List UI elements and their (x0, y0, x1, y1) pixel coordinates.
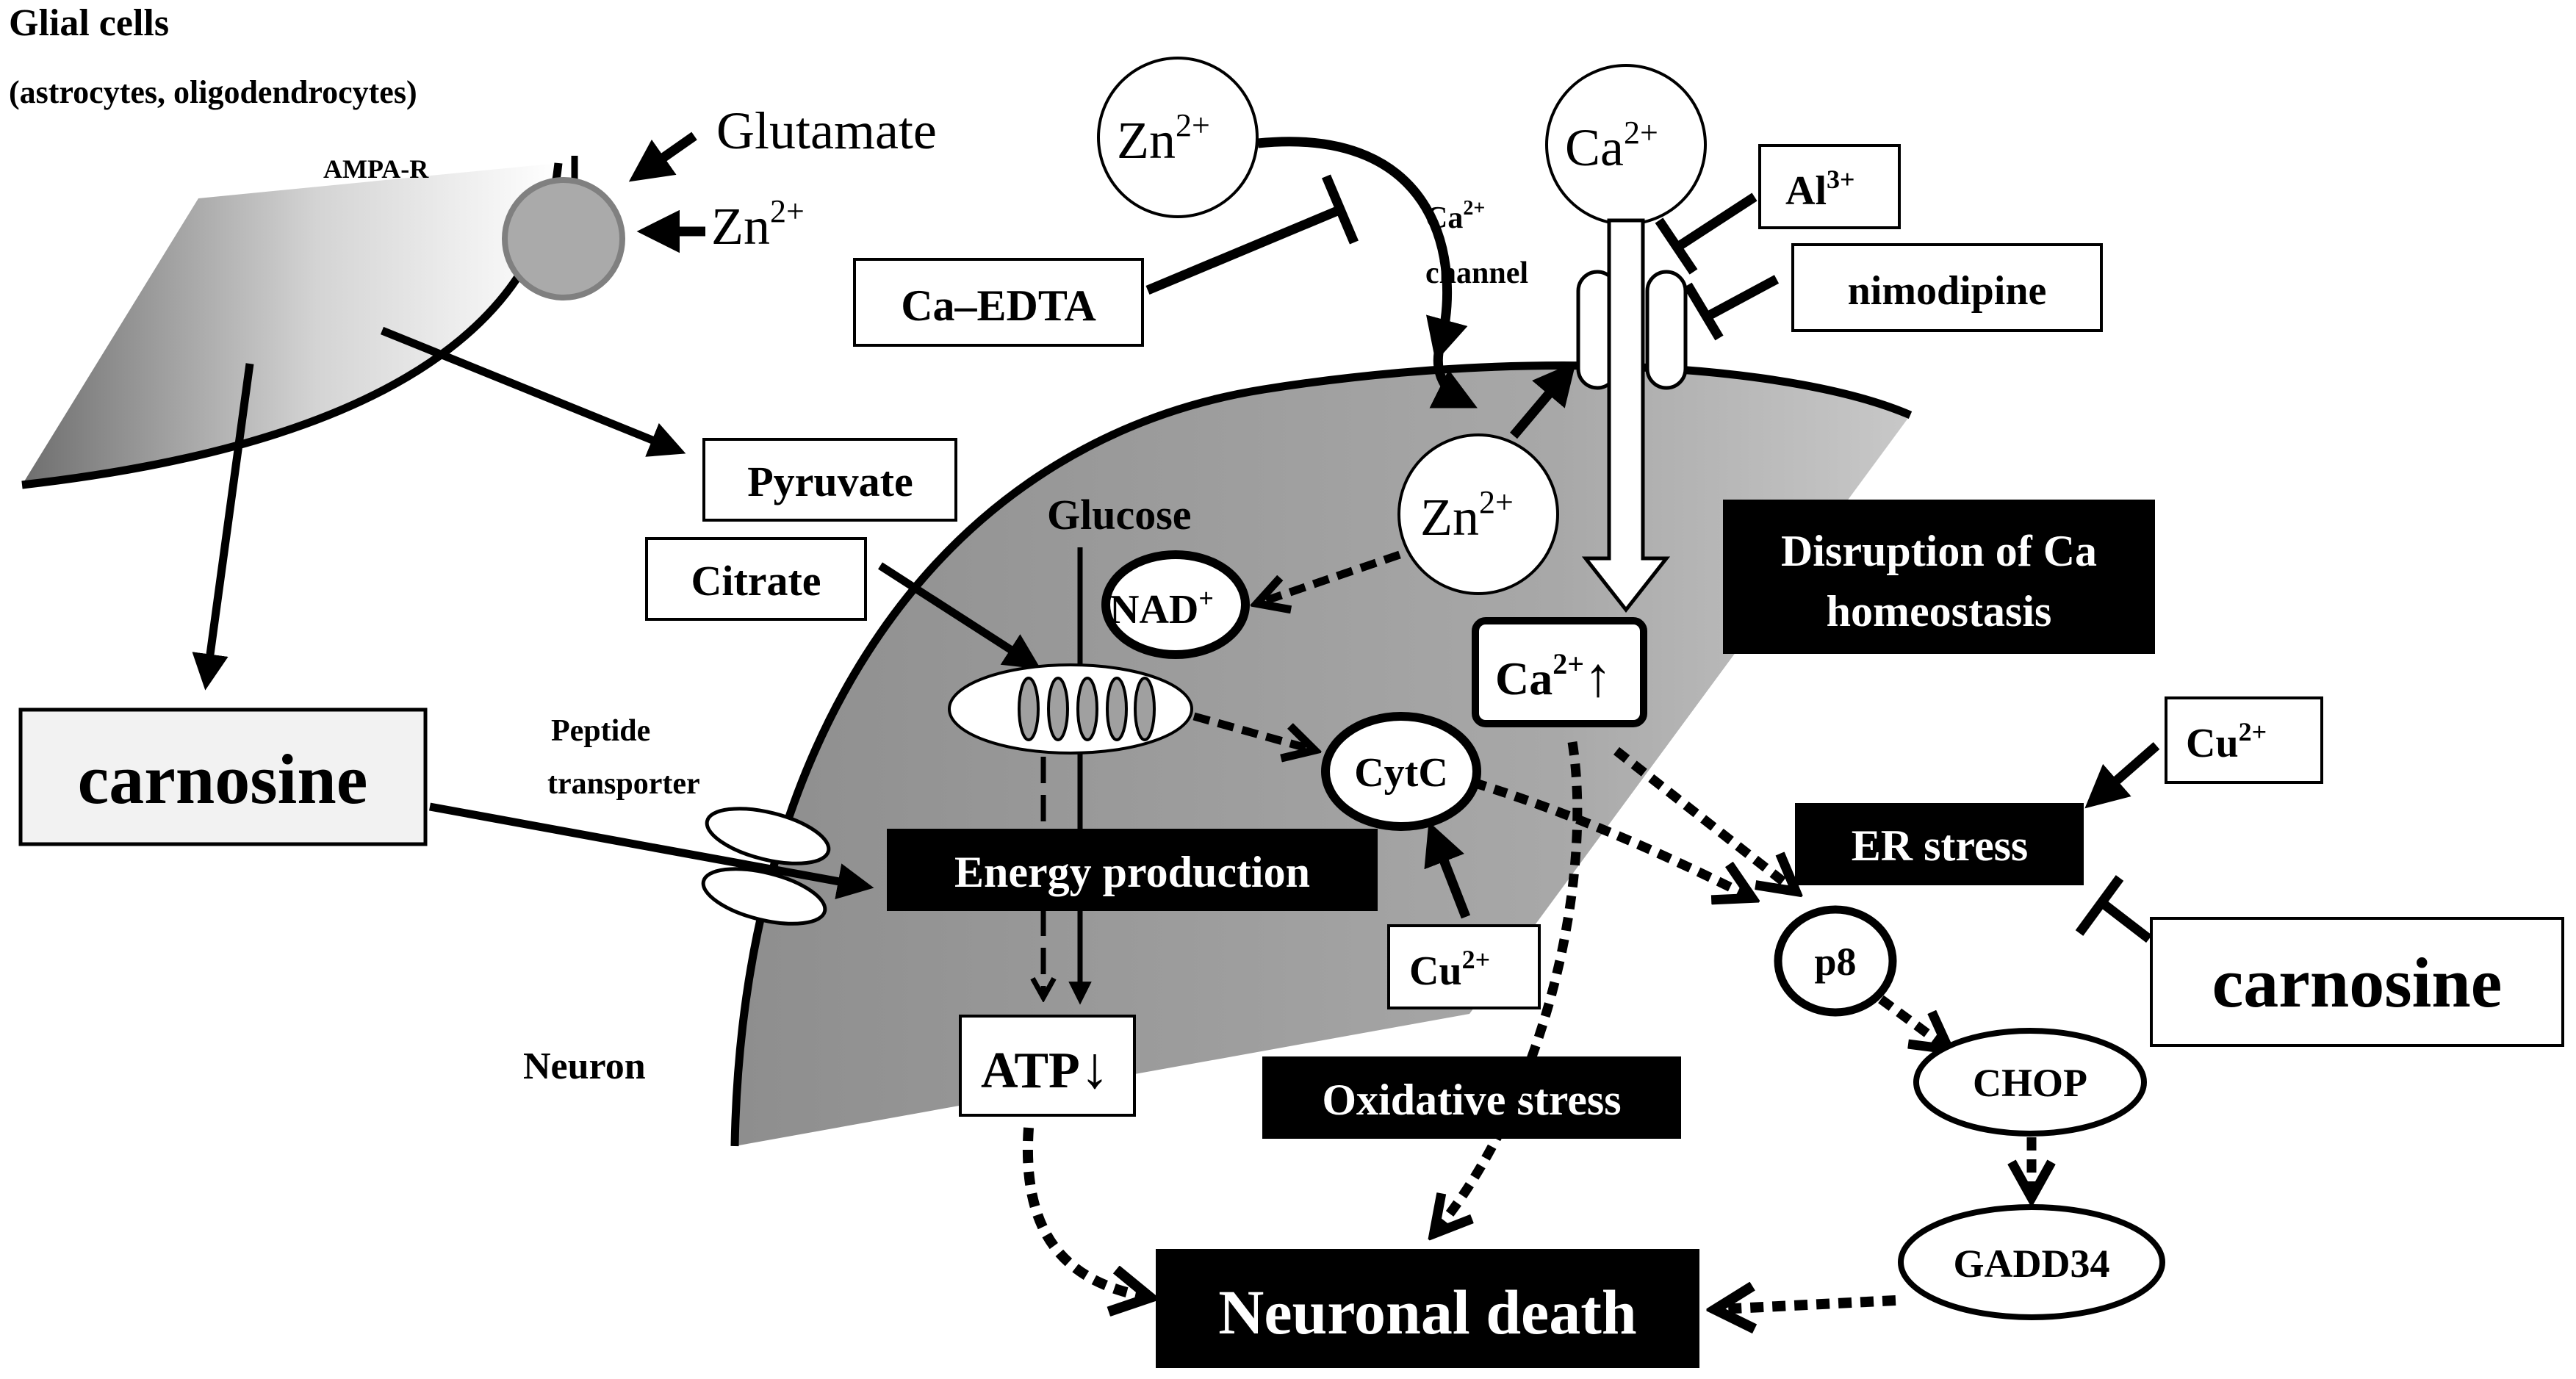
carnosine-inhibit-er-bar (2075, 875, 2124, 936)
glial-subtitle: (astrocytes, oligodendrocytes) (9, 74, 417, 110)
cu-mid-label: Cu2+ (1409, 945, 1490, 994)
atp-box (959, 1015, 1136, 1117)
chop-ellipse (1913, 1028, 2147, 1137)
chop-label: CHOP (1973, 1061, 2087, 1105)
citrate-label: Citrate (691, 557, 821, 605)
peptide-transporter-upper (705, 807, 831, 865)
peptide-transporter-lower (701, 867, 827, 926)
pyruvate-label: Pyruvate (747, 458, 913, 505)
al-inhibit-line (1676, 192, 1757, 251)
ca-top-label: Ca2+ (1565, 115, 1658, 177)
atp-to-death-arrow (1023, 1127, 1146, 1297)
al-inhibit-bar (1655, 217, 1698, 275)
oxidative-stress-box (1262, 1056, 1681, 1139)
nad-ellipse (1101, 550, 1250, 659)
gadd34-label: GADD34 (1954, 1242, 2110, 1286)
gadd34-ellipse (1898, 1204, 2165, 1320)
nimodipine-inhibit-bar (1683, 282, 1724, 341)
carnosine-right-label: carnosine (2212, 943, 2503, 1022)
ampa-receptor (502, 177, 625, 300)
carnosine-inhibit-er-line (2098, 898, 2152, 943)
nimodipine-label: nimodipine (1848, 268, 2047, 314)
ca-to-death-arrow (1436, 741, 1583, 1231)
carnosine-left-box (18, 707, 428, 846)
carnosine-to-energy-arrow (429, 802, 874, 900)
glucose-label: Glucose (1047, 491, 1192, 539)
ca-to-p8-arrow (1613, 746, 1793, 889)
ca-edta-inhibit-line (1145, 205, 1343, 295)
ca-channel-label-2: channel (1425, 256, 1528, 290)
mitochondria (948, 663, 1193, 755)
neuronal-death-box (1156, 1249, 1699, 1368)
disruption-label-1: Disruption of Ca (1781, 527, 2097, 575)
ca-level-label: Ca2+↑ (1495, 647, 1612, 708)
nad-label: NAD+ (1109, 583, 1214, 633)
glial-to-carnosine-arrow (192, 363, 254, 691)
er-stress-box (1795, 803, 2084, 885)
glial-to-pyruvate-arrow (380, 326, 686, 457)
glial-cell-shape (22, 163, 558, 485)
gadd34-to-death-arrow (1719, 1300, 1896, 1309)
ca-level-box (1472, 617, 1647, 727)
ca-edta-label: Ca–EDTA (901, 281, 1096, 330)
mitochondria-cristae (1018, 677, 1156, 741)
glutamate-arrow (628, 132, 697, 182)
cu-mid-box (1387, 924, 1541, 1009)
disruption-label-2: homeostasis (1827, 587, 2052, 636)
al-box (1758, 144, 1901, 229)
al-label: Al3+ (1785, 165, 1855, 214)
energy-production-label: Energy production (954, 848, 1310, 896)
ca-channel-label-1: Ca2+ (1425, 197, 1485, 235)
zn-receptor-label: Zn2+ (711, 193, 805, 256)
ampa-receptor-label: AMPA-R (323, 154, 429, 184)
nimodipine-inhibit-line (1705, 275, 1780, 320)
cu-to-er-arrow (2084, 742, 2160, 809)
cytc-to-p8-arrow (1472, 777, 1749, 896)
citrate-to-mitochondria-arrow (878, 562, 1041, 669)
zn-inside-circle (1397, 433, 1559, 595)
zn-influx-arrow-lower (1429, 344, 1478, 408)
mitochondria-to-cytc-arrow (1192, 712, 1312, 749)
nimodipine-box (1791, 243, 2103, 332)
ca-influx-arrow (1581, 218, 1671, 613)
cu-top-box (2165, 696, 2323, 784)
disruption-box (1723, 500, 2155, 654)
oxidative-stress-label: Oxidative stress (1322, 1076, 1621, 1124)
cu-to-cytc-arrow (1424, 821, 1471, 919)
citrate-box (645, 537, 867, 621)
glial-title: Glial cells (9, 2, 169, 44)
cu-top-label: Cu2+ (2186, 717, 2267, 766)
atp-label: ATP↓ (981, 1036, 1109, 1101)
zn-top-circle (1097, 57, 1259, 218)
p8-ellipse (1774, 905, 1897, 1017)
neuron-label: Neuron (523, 1045, 646, 1087)
carnosine-right-box (2150, 917, 2564, 1047)
zn-inside-label: Zn2+ (1420, 484, 1514, 547)
energy-production-box (887, 829, 1378, 911)
cytc-ellipse (1321, 712, 1481, 831)
zn-top-label: Zn2+ (1117, 107, 1210, 170)
p8-to-chop-arrow (1878, 995, 1946, 1047)
peptide-transporter-label-2: transporter (547, 767, 700, 801)
zn-influx-arrow (1257, 137, 1468, 362)
glutamate-label: Glutamate (716, 101, 937, 160)
peptide-transporter-label-1: Peptide (551, 714, 650, 748)
p8-label: p8 (1814, 940, 1856, 984)
zn-to-ca-channel-arrow (1510, 361, 1577, 439)
er-stress-label: ER stress (1852, 821, 2029, 870)
ca-edta-inhibit-bar (1322, 174, 1359, 245)
ca-channel-right (1645, 270, 1688, 390)
carnosine-left-label: carnosine (78, 740, 368, 818)
ca-edta-box (853, 258, 1144, 347)
neuronal-death-label: Neuronal death (1218, 1277, 1636, 1347)
cytc-label: CytC (1354, 750, 1448, 796)
pyruvate-box (702, 438, 957, 522)
